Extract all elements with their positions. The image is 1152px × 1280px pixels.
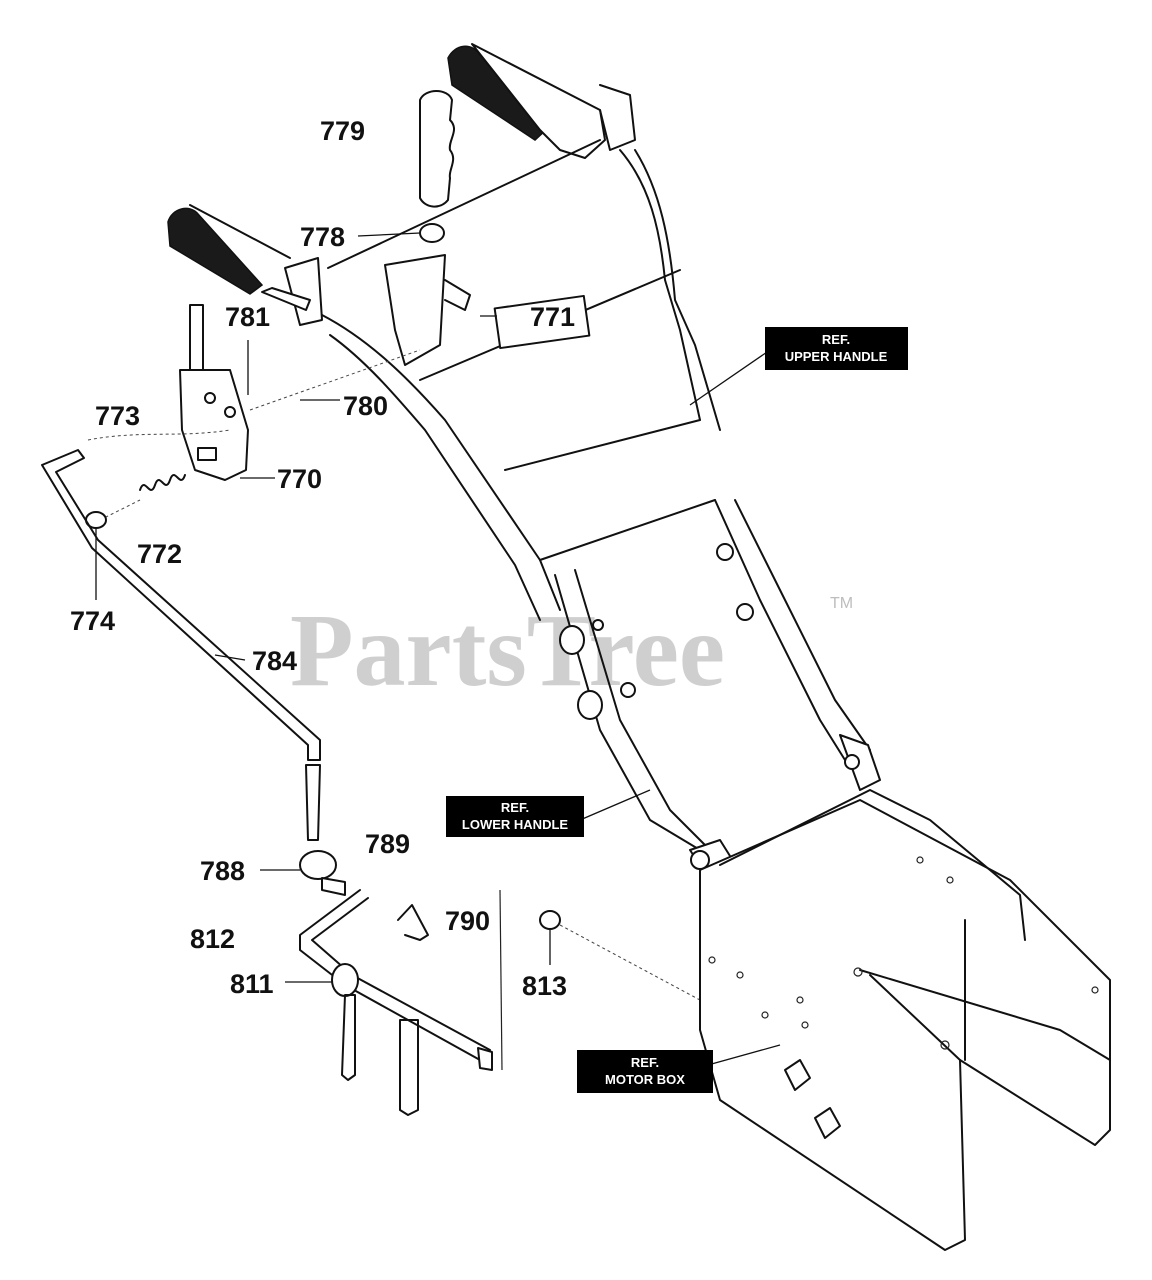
label-772: 772: [137, 539, 182, 569]
part-771-bracket: [384, 254, 591, 366]
label-779: 779: [320, 116, 365, 146]
part-number-labels: 779 778 781 771 773 780 770 772 774 784 …: [70, 116, 575, 1001]
lower-linkage: [299, 889, 503, 1116]
label-771: 771: [530, 302, 575, 332]
part-779-grip-insert: [419, 90, 455, 208]
watermark-text: PartsTree: [290, 593, 725, 708]
part-790-clip: [397, 904, 429, 941]
ref-motor-box-line1: REF.: [631, 1055, 659, 1070]
ref-motor-box-line2: MOTOR BOX: [605, 1072, 685, 1087]
leader-lines: [95, 232, 781, 1071]
label-774: 774: [70, 606, 115, 636]
label-813: 813: [522, 971, 567, 1001]
parts-tree-watermark: PartsTree TM: [290, 593, 853, 708]
motor-box-drawing: [699, 789, 1111, 1251]
watermark-trademark: TM: [830, 595, 853, 612]
label-780: 780: [343, 391, 388, 421]
ref-lower-handle-callout: REF. LOWER HANDLE: [446, 796, 584, 837]
right-grip: [447, 45, 550, 141]
ref-upper-handle-line1: REF.: [822, 332, 850, 347]
label-773: 773: [95, 401, 140, 431]
part-770-plate: [179, 369, 249, 481]
ref-lower-handle-line2: LOWER HANDLE: [462, 817, 568, 832]
label-778: 778: [300, 222, 345, 252]
shift-assembly: [87, 287, 421, 521]
ref-upper-handle-line2: UPPER HANDLE: [785, 349, 888, 364]
part-780-pin: [261, 287, 311, 311]
ref-motor-box-callout: REF. MOTOR BOX: [577, 1050, 713, 1093]
label-789: 789: [365, 829, 410, 859]
label-770: 770: [277, 464, 322, 494]
label-812: 812: [190, 924, 235, 954]
part-778-spacer: [419, 223, 445, 243]
part-781-rod: [189, 304, 204, 381]
left-grip: [167, 207, 264, 295]
ref-upper-handle-callout: REF. UPPER HANDLE: [765, 327, 908, 370]
part-788-swivel: [299, 850, 346, 896]
upper-handle-drawing: [167, 43, 721, 621]
label-811: 811: [230, 969, 274, 999]
ref-lower-handle-line1: REF.: [501, 800, 529, 815]
label-788: 788: [200, 856, 245, 886]
label-781: 781: [225, 302, 270, 332]
label-790: 790: [445, 906, 490, 936]
part-813-nut: [539, 910, 561, 930]
label-784: 784: [252, 646, 297, 676]
part-772-spring: [139, 474, 186, 491]
part-784-shift-rod: [41, 449, 321, 841]
part-811-bushing: [331, 963, 359, 997]
